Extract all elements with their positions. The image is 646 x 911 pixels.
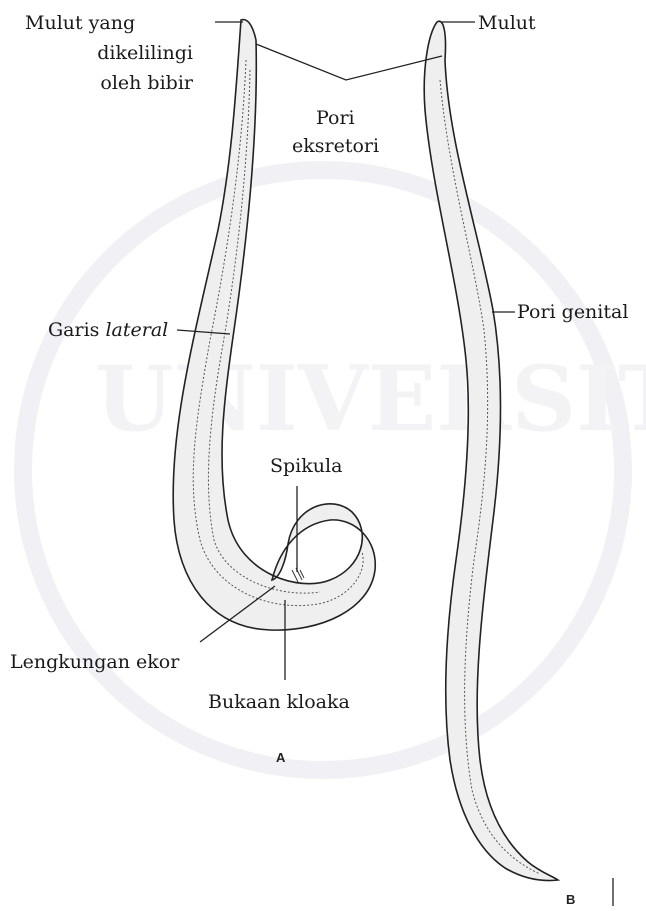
panel-label-a: A <box>276 750 286 765</box>
label-excretory-line1: Pori <box>316 107 355 129</box>
panel-label-b: B <box>566 892 575 907</box>
label-cloaca: Bukaan kloaka <box>208 691 350 713</box>
label-lateral-line: Garis lateral <box>48 319 168 341</box>
label-mouth: Mulut <box>478 12 536 34</box>
label-mouth-lips-line1: Mulut yang <box>25 12 135 34</box>
leader-excretory-pores <box>256 44 442 80</box>
spicule-icon <box>292 568 304 582</box>
label-genital-pore: Pori genital <box>517 301 628 323</box>
label-lateral-italic: lateral <box>105 319 168 341</box>
label-lateral-prefix: Garis <box>48 319 105 341</box>
label-excretory-line2: eksretori <box>292 135 379 157</box>
label-spicule: Spikula <box>270 455 342 477</box>
label-mouth-lips-line2: dikelilingi <box>97 42 193 64</box>
label-tail-curve: Lengkungan ekor <box>10 651 180 673</box>
label-mouth-lips-line3: oleh bibir <box>100 72 194 94</box>
